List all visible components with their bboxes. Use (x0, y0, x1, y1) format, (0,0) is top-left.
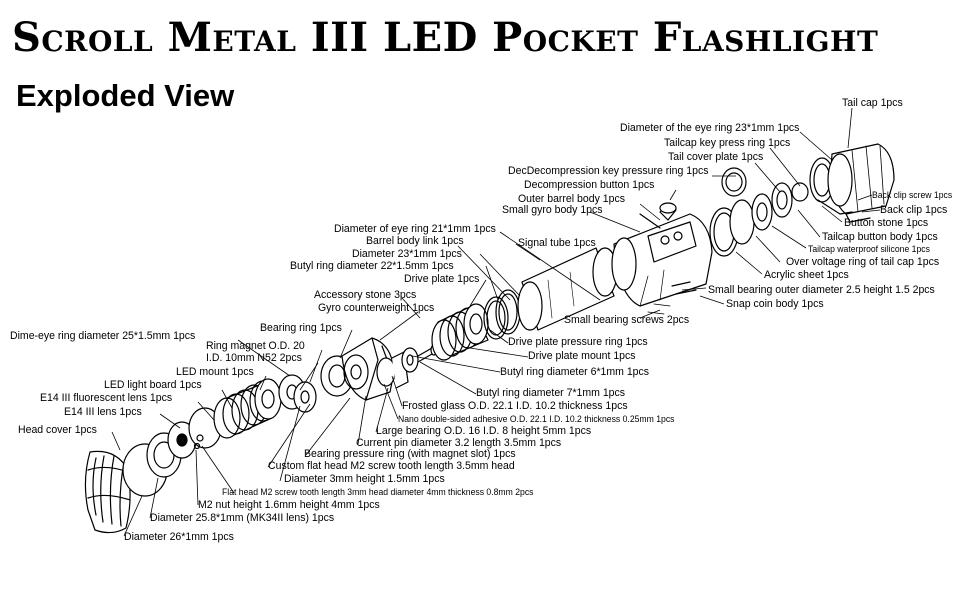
led-mount-part (213, 378, 282, 439)
label-bearing-pressure-ring: Bearing pressure ring (with magnet slot)… (304, 448, 516, 460)
label-accessory-stone: Accessory stone 3pcs (314, 289, 417, 301)
butyl-rings-part (483, 289, 521, 340)
label-small-gyro-body: Small gyro body 1pcs (502, 204, 603, 216)
head-cover-part (84, 450, 131, 534)
label-current-pin: Current pin diameter 3.2 length 3.5mm 1p… (356, 437, 562, 449)
label-tail-cap: Tail cap 1pcs (842, 97, 903, 109)
label-over-voltage-ring: Over voltage ring of tail cap 1pcs (786, 256, 940, 268)
label-e14-lens: E14 III lens 1pcs (64, 406, 142, 418)
label-butyl-ring-6: Butyl ring diameter 6*1mm 1pcs (500, 366, 650, 378)
label-diameter-26: Diameter 26*1mm 1pcs (124, 531, 234, 543)
label-tailcap-waterproof: Tailcap waterproof silicone 1pcs (808, 244, 930, 255)
page-title: Scroll Metal III LED Pocket Flashlight (12, 14, 879, 61)
label-decompression-button: Decompression button 1pcs (524, 179, 655, 191)
label-acrylic-sheet: Acrylic sheet 1pcs (764, 269, 849, 281)
label-tail-cover-plate: Tail cover plate 1pcs (668, 151, 764, 163)
label-bearing-ring: Bearing ring 1pcs (260, 322, 342, 334)
label-diameter-3mm: Diameter 3mm height 1.5mm 1pcs (284, 473, 445, 485)
label-dime-eye-ring: Dime-eye ring diameter 25*1.5mm 1pcs (10, 330, 196, 342)
label-butyl-ring-7: Butyl ring diameter 7*1mm 1pcs (476, 387, 626, 399)
label-ring-magnet-2: I.D. 10mm N52 2pcs (206, 352, 302, 364)
lens-rings-part (122, 407, 222, 497)
label-tailcap-key-press-ring: Tailcap key press ring 1pcs (664, 137, 791, 149)
label-snap-coin-body: Snap coin body 1pcs (726, 298, 824, 310)
label-custom-flat-head: Custom flat head M2 screw tooth length 3… (268, 460, 515, 472)
outer-barrel-body-part (611, 202, 713, 307)
label-flat-head-m2: Flat head M2 screw tooth length 3mm head… (222, 487, 534, 498)
label-drive-plate-pressure-ring: Drive plate pressure ring 1pcs (508, 336, 648, 348)
label-large-bearing: Large bearing O.D. 16 I.D. 8 height 5mm … (376, 425, 592, 437)
tail-rings-part (639, 157, 835, 257)
label-dec-key-pressure-ring: DecDecompression key pressure ring 1pcs (508, 165, 709, 177)
label-outer-barrel-body: Outer barrel body 1pcs (518, 193, 625, 205)
label-frosted-glass: Frosted glass O.D. 22.1 I.D. 10.2 thickn… (402, 400, 628, 412)
signal-tube-part (517, 247, 618, 331)
label-m2-nut: M2 nut height 1.6mm height 4mm 1pcs (198, 499, 380, 511)
drive-plate-part (431, 303, 489, 361)
magnet-rings-part (278, 355, 354, 413)
label-drive-plate: Drive plate 1pcs (404, 273, 480, 285)
label-diameter-25-8: Diameter 25.8*1mm (MK34II lens) 1pcs (150, 512, 335, 524)
label-back-clip: Back clip 1pcs (880, 204, 948, 216)
label-ring-magnet-1: Ring magnet O.D. 20 (206, 340, 305, 352)
label-small-bearing-outer: Small bearing outer diameter 2.5 height … (708, 284, 935, 296)
label-butyl-ring-22: Butyl ring diameter 22*1.5mm 1pcs (290, 260, 454, 272)
label-barrel-body-link: Barrel body link 1pcs (366, 235, 464, 247)
label-eye-ring-23: Diameter of the eye ring 23*1mm 1pcs (620, 122, 800, 134)
tail-cap-part (817, 143, 895, 223)
label-gyro-counterweight: Gyro counterweight 1pcs (318, 302, 435, 314)
label-back-clip-screw: Back clip screw 1pcs (872, 190, 953, 201)
page-subtitle: Exploded View (16, 78, 235, 113)
label-head-cover: Head cover 1pcs (18, 424, 97, 436)
label-tailcap-button-body: Tailcap button body 1pcs (822, 231, 938, 243)
label-e14-fluorescent-lens: E14 III fluorescent lens 1pcs (40, 392, 173, 404)
label-eye-ring-21: Diameter of eye ring 21*1mm 1pcs (334, 223, 496, 235)
label-nano-adhesive: Nano double-sided adhesive O.D. 22.1 I.D… (398, 414, 675, 425)
label-diameter-23: Diameter 23*1mm 1pcs (352, 248, 462, 260)
label-button-stone: Button stone 1pcs (844, 217, 929, 229)
label-led-mount: LED mount 1pcs (176, 366, 254, 378)
label-drive-plate-mount: Drive plate mount 1pcs (528, 350, 636, 362)
label-small-bearing-screws: Small bearing screws 2pcs (564, 314, 690, 326)
small-screws-part (647, 281, 697, 315)
label-signal-tube: Signal tube 1pcs (518, 237, 596, 249)
label-led-light-board: LED light board 1pcs (104, 379, 202, 391)
